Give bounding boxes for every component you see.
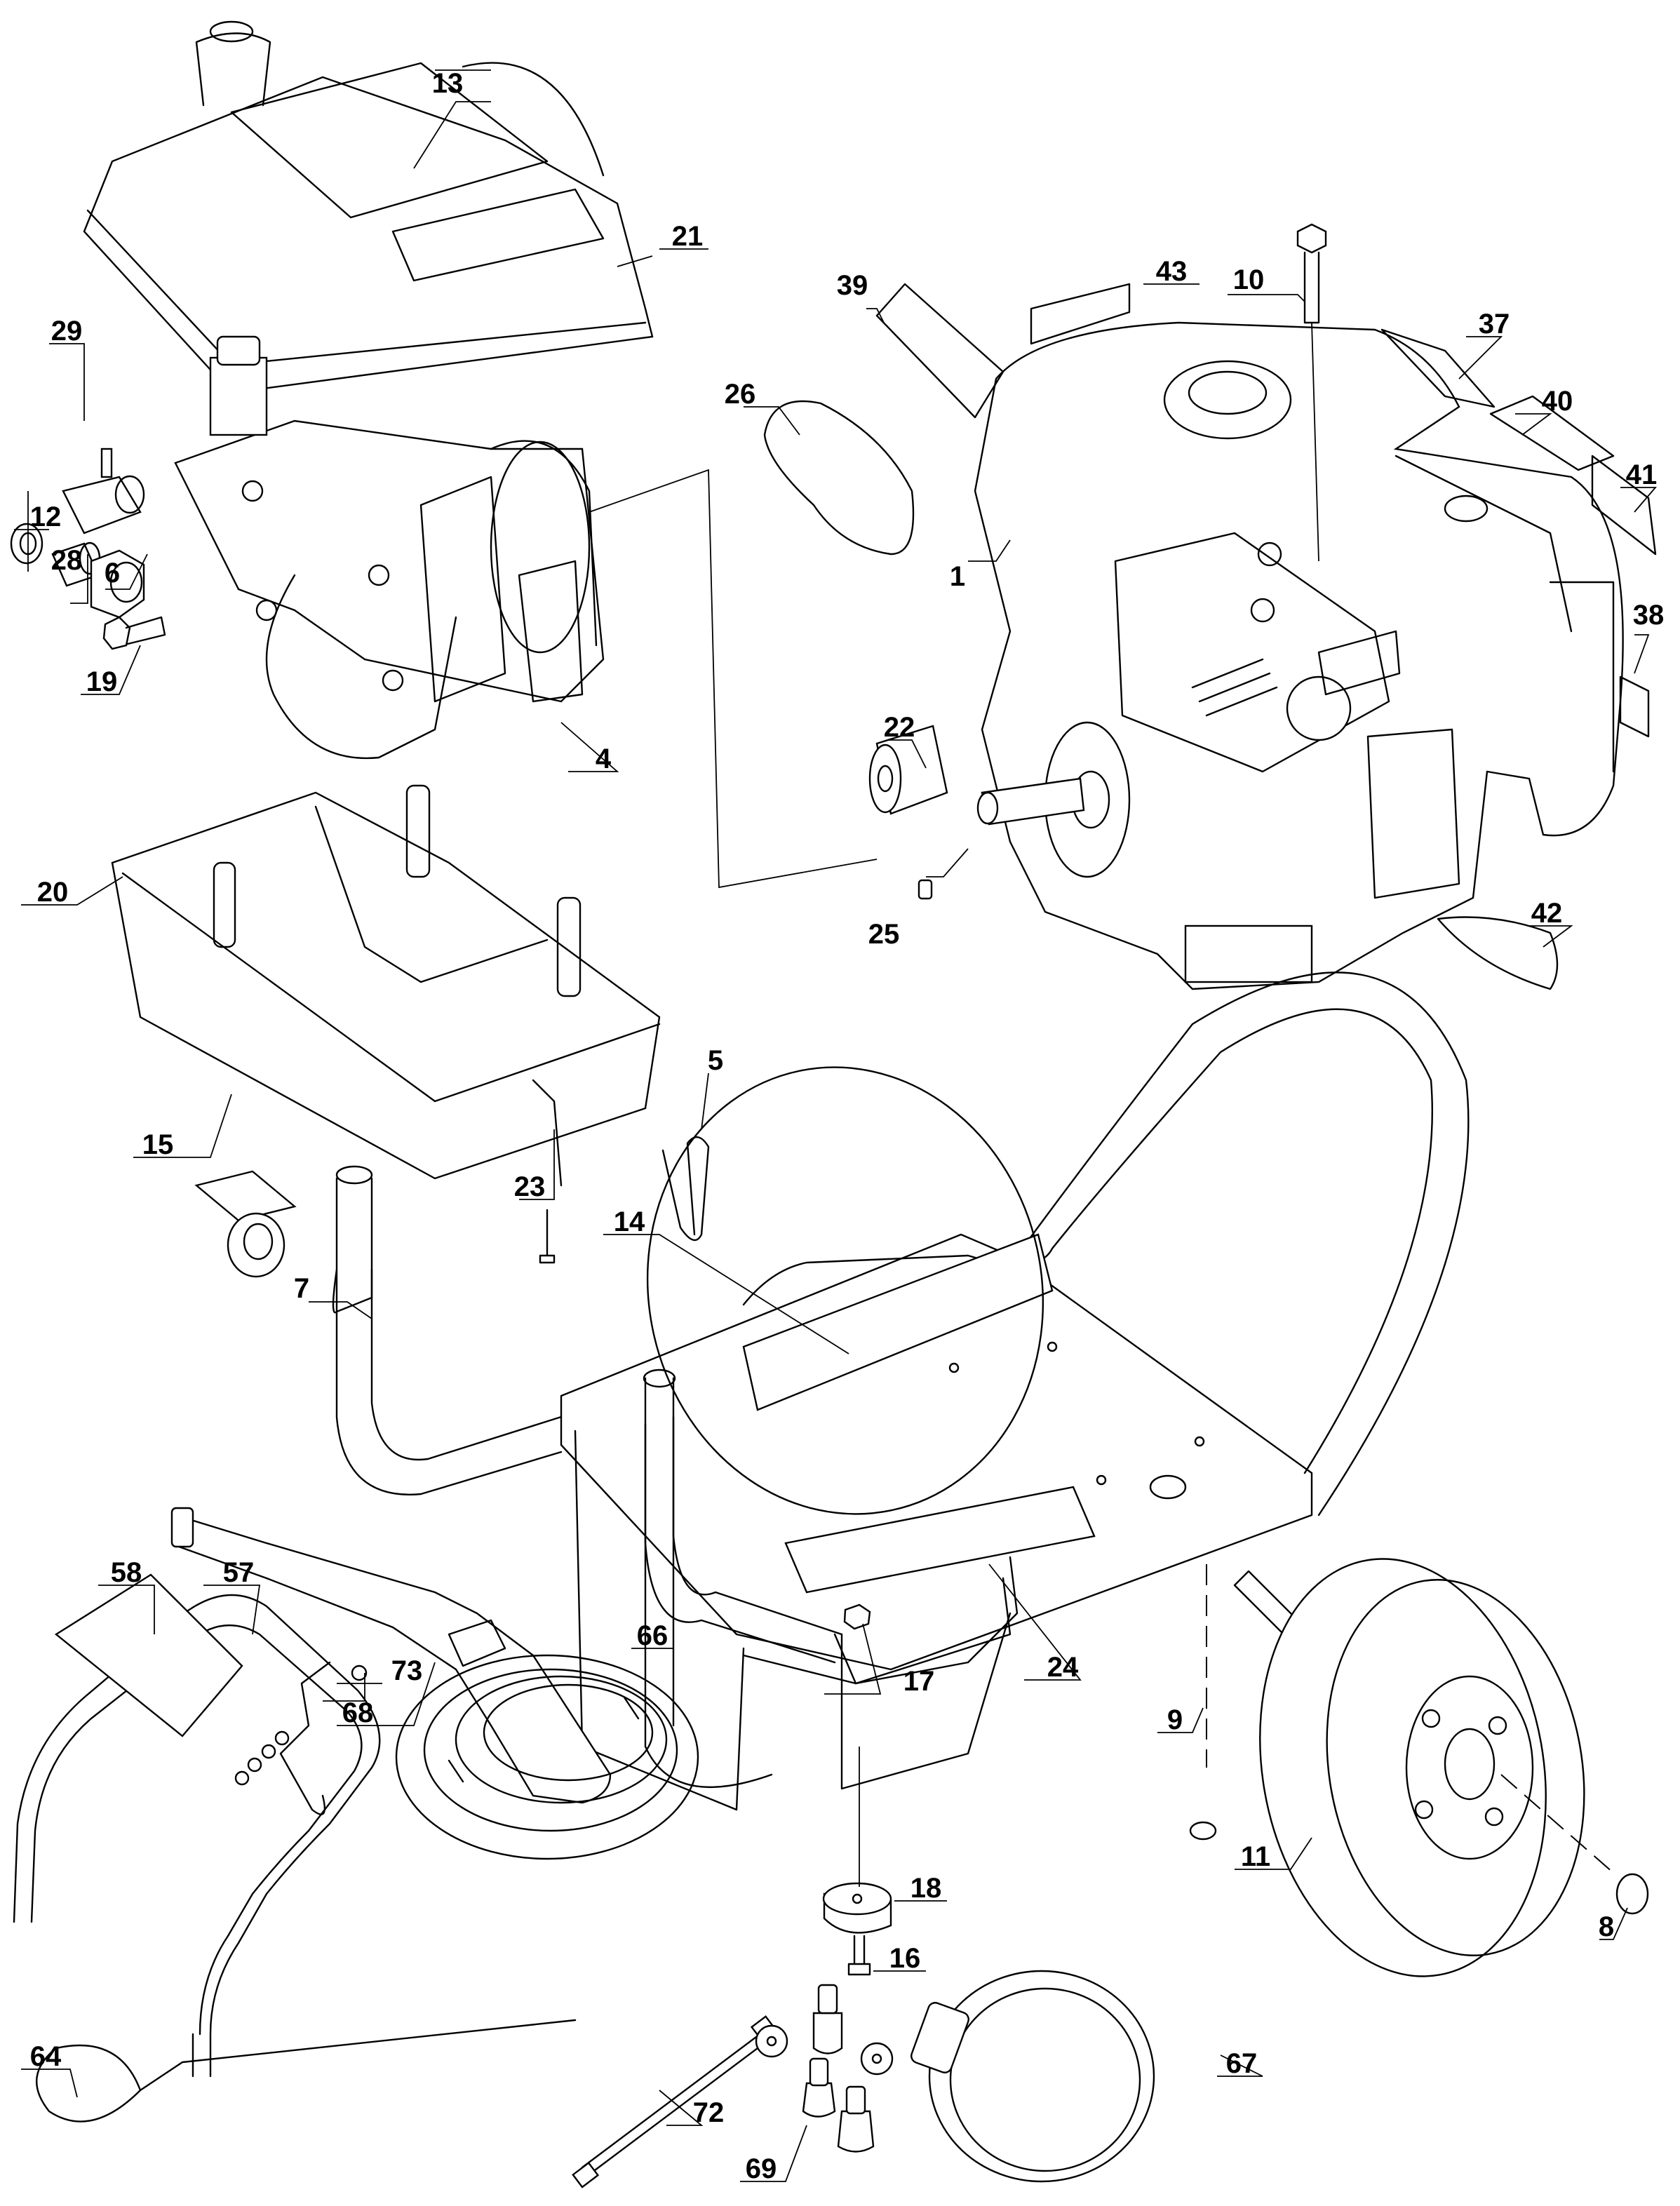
callout-38: 38: [1633, 600, 1665, 631]
garden-hose-adapter: [910, 1970, 1155, 2183]
callout-6: 6: [105, 558, 120, 589]
callout-28: 28: [51, 545, 83, 576]
foot-nut: [843, 1603, 871, 1630]
decal-42: [1437, 916, 1559, 990]
callout-40: 40: [1542, 386, 1573, 417]
upper-shroud: [83, 20, 654, 394]
set-screw: [918, 879, 933, 900]
handle: [13, 1594, 381, 2078]
top-decal: [413, 101, 491, 169]
hose-hook-nut: [351, 1664, 368, 1681]
callout-57: 57: [223, 1557, 255, 1588]
callout-72: 72: [693, 2097, 725, 2128]
callout-67: 67: [1226, 2048, 1258, 2079]
engine: [974, 321, 1624, 990]
foot-bolt: [847, 1935, 871, 1976]
hitch-pin: [661, 1136, 710, 1242]
callout-16: 16: [889, 1943, 921, 1974]
coupling-leader: [589, 469, 878, 889]
callout-41: 41: [1626, 459, 1658, 490]
callout-19: 19: [86, 666, 118, 697]
rubber-foot: [822, 1882, 892, 1934]
callout-26: 26: [725, 379, 756, 410]
shroud-screw: [539, 1209, 556, 1264]
callout-22: 22: [884, 712, 915, 743]
callout-11: 11: [1241, 1841, 1270, 1872]
callout-leaders: [14, 69, 1657, 2182]
callout-15: 15: [142, 1129, 174, 1160]
callout-24: 24: [1047, 1652, 1079, 1683]
pump-bolt: [102, 616, 166, 650]
callout-42: 42: [1531, 898, 1563, 929]
callout-12: 12: [30, 502, 62, 532]
callout-25: 25: [868, 919, 900, 950]
handle-decal: [54, 1573, 243, 1737]
spray-gun: [170, 1507, 612, 1804]
callout-10: 10: [1233, 264, 1265, 295]
decal-37: [1380, 328, 1496, 408]
callout-4: 4: [596, 744, 612, 774]
callout-58: 58: [111, 1557, 142, 1588]
washer: [10, 523, 43, 565]
cleaning-wire: [36, 2019, 577, 2123]
callout-21: 21: [672, 221, 704, 252]
callout-23: 23: [514, 1171, 546, 1202]
callout-29: 29: [51, 316, 83, 347]
callout-1: 1: [950, 561, 965, 592]
callout-13: 13: [432, 68, 464, 99]
bolt: [1296, 223, 1327, 562]
callout-17: 17: [903, 1666, 935, 1697]
callout-5: 5: [708, 1045, 723, 1076]
wheel: [646, 1066, 1614, 1977]
callout-43: 43: [1156, 256, 1188, 287]
wand: [581, 2029, 773, 2176]
callout-73: 73: [391, 1655, 423, 1686]
hose-hook: [279, 1661, 331, 1815]
callout-68: 68: [342, 1697, 374, 1728]
hub-cap: [1615, 1873, 1649, 1915]
lifting-eye: [194, 1170, 297, 1278]
callout-14: 14: [614, 1206, 645, 1237]
decal-38: [1619, 675, 1650, 738]
decal-41: [1591, 455, 1657, 556]
decal-39: [875, 283, 1004, 419]
callout-9: 9: [1167, 1704, 1183, 1735]
pump: [174, 335, 605, 760]
callout-18: 18: [910, 1873, 942, 1904]
outlet-fitting: [62, 448, 145, 534]
callout-20: 20: [37, 877, 69, 908]
callout-69: 69: [746, 2153, 777, 2184]
decal-26: [763, 400, 915, 556]
flange-nut: [1189, 1821, 1217, 1841]
high-pressure-hose: [395, 1654, 699, 1860]
coupling: [868, 725, 948, 815]
callout-39: 39: [837, 270, 868, 301]
callout-37: 37: [1479, 309, 1510, 339]
callout-66: 66: [637, 1620, 668, 1651]
callout-64: 64: [30, 2041, 62, 2072]
callout-7: 7: [294, 1273, 309, 1304]
decal-43: [1030, 283, 1131, 345]
decal-40: [1489, 395, 1615, 471]
nozzle-set: [755, 1984, 894, 2153]
lower-shroud: [111, 784, 661, 1187]
callout-8: 8: [1599, 1911, 1614, 1942]
